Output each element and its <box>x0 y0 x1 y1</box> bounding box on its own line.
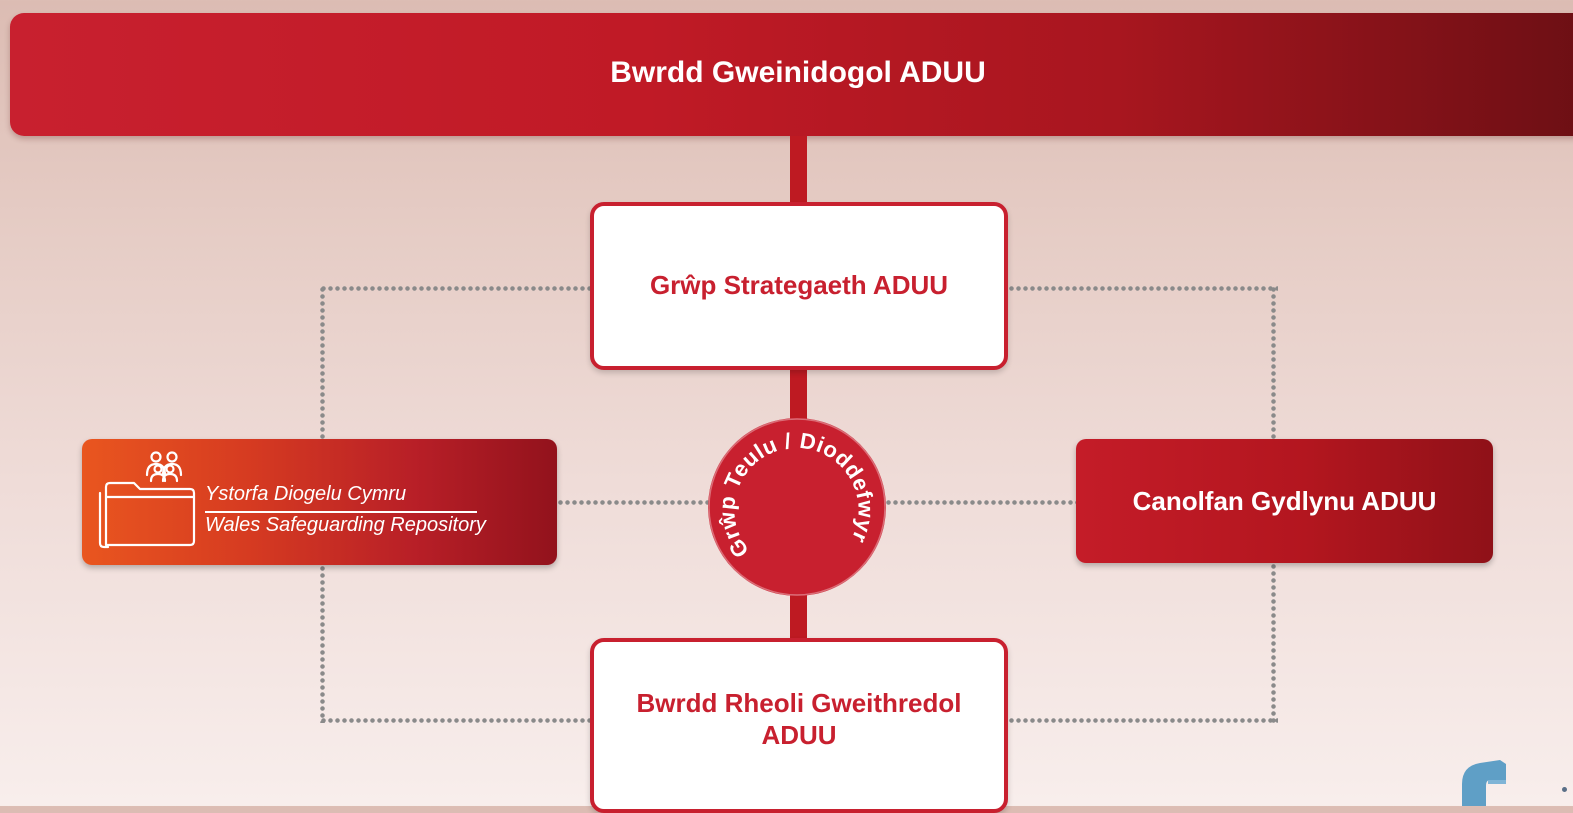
dotted-connector-top-right <box>1008 286 1278 291</box>
executive-board-box: Bwrdd Rheoli Gweithredol ADUU <box>590 638 1008 813</box>
executive-board-label: Bwrdd Rheoli Gweithredol ADUU <box>636 688 962 750</box>
connector-circle-board <box>790 594 807 640</box>
dotted-connector-repo-circle <box>557 500 709 505</box>
connector-strategy-circle <box>790 368 807 420</box>
folder-people-icon <box>98 451 196 549</box>
repository-welsh-label: Ystorfa Diogelu Cymru <box>205 483 407 505</box>
corner-dot <box>1562 787 1567 792</box>
family-victims-circle-graphic: Grŵp Teulu / Dioddefwyr <box>708 418 886 596</box>
repository-box: Ystorfa Diogelu Cymru Wales Safeguarding… <box>82 439 557 565</box>
coordination-centre-label: Canolfan Gydlynu ADUU <box>1132 485 1437 516</box>
dotted-connector-circle-centre <box>885 500 1076 505</box>
logo-fragment-icon <box>1462 760 1506 806</box>
dotted-connector-bottom-left <box>320 718 590 723</box>
strategy-group-box: Grŵp Strategaeth ADUU <box>590 202 1008 370</box>
dotted-connector-left-lower <box>320 565 325 723</box>
dotted-connector-left-upper <box>320 286 325 439</box>
dotted-connector-bottom-right <box>1008 718 1278 723</box>
dotted-connector-right-upper <box>1271 286 1276 439</box>
connector-header-strategy <box>790 136 807 204</box>
repository-english-label: Wales Safeguarding Repository <box>205 514 486 536</box>
dotted-connector-top-left <box>320 286 590 291</box>
repository-divider <box>205 511 477 513</box>
header-banner <box>10 13 1573 136</box>
dotted-connector-right-lower <box>1271 563 1276 723</box>
header-title: Bwrdd Gweinidogol ADUU <box>610 56 986 89</box>
family-victims-circle: Grŵp Teulu / Dioddefwyr <box>706 416 888 598</box>
strategy-group-label: Grŵp Strategaeth ADUU <box>649 270 949 301</box>
coordination-centre-box: Canolfan Gydlynu ADUU <box>1076 439 1493 563</box>
